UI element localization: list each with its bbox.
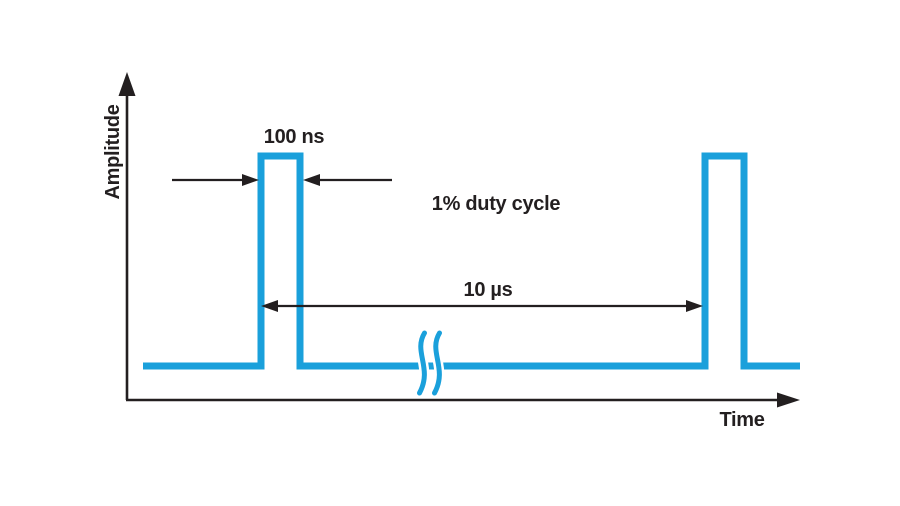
x-axis-label: Time	[719, 409, 764, 431]
x-axis-arrowhead	[777, 392, 800, 408]
pulse-waveform	[143, 152, 800, 370]
pulse-width-arrowhead-right	[303, 174, 320, 186]
axis-break-squiggle-right	[432, 330, 442, 396]
pulse-width-arrowhead-left	[242, 174, 259, 186]
period-arrowhead-left	[261, 300, 278, 312]
pulse-width-label: 100 ns	[264, 126, 325, 148]
period-label: 10 µs	[464, 279, 513, 301]
duty-cycle-label: 1% duty cycle	[432, 193, 561, 215]
y-axis-arrowhead	[118, 72, 136, 96]
period-arrowhead-right	[686, 300, 703, 312]
y-axis-label: Amplitude	[102, 104, 124, 199]
axis-break-squiggle-left	[417, 330, 427, 396]
